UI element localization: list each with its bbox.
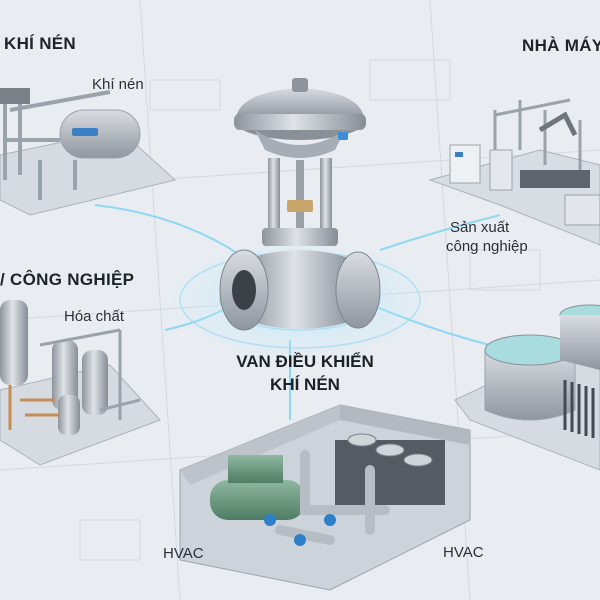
center-title-line2: KHÍ NÉN xyxy=(270,375,340,394)
heading-industrial: / CÔNG NGHIỆP xyxy=(0,270,135,289)
caption-industrial-production-1: Sản xuất xyxy=(450,219,510,236)
water-treatment-tanks xyxy=(454,304,600,471)
hvac-room xyxy=(179,404,471,591)
caption-compressed-air: Khí nén xyxy=(92,76,144,93)
center-title-line1: VAN ĐIỀU KHIỂN xyxy=(236,352,374,371)
heading-factory: NHÀ MÁY xyxy=(522,36,600,55)
caption-industrial-production-2: công nghiệp xyxy=(446,238,528,255)
compressed-air-station xyxy=(0,88,177,216)
caption-chemicals: Hóa chất xyxy=(64,308,125,325)
center-title: VAN ĐIỀU KHIỂN KHÍ NÉN xyxy=(200,350,410,396)
heading-compressed-air: KHÍ NÉN xyxy=(4,34,76,53)
chemical-plant xyxy=(0,300,161,466)
control-valve-illustration xyxy=(219,78,381,331)
caption-hvac-right: HVAC xyxy=(443,544,484,561)
caption-hvac-left: HVAC xyxy=(163,545,204,562)
factory-production-line xyxy=(428,98,600,246)
